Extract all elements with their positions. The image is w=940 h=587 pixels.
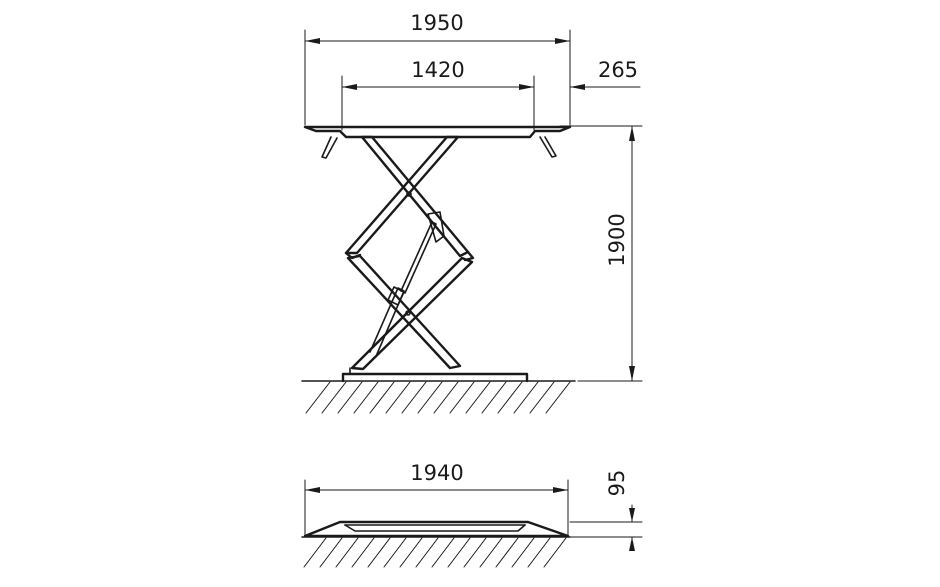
upper-scissor-stage bbox=[344, 135, 475, 262]
dimension-overall-length: 1950 bbox=[304, 11, 571, 126]
dimension-overhang: 265 bbox=[569, 58, 641, 90]
dimension-arm-spacing: 1420 bbox=[341, 58, 535, 131]
dimension-base-height: 95 bbox=[569, 470, 643, 551]
dimension-base-length: 1940 bbox=[304, 461, 569, 536]
ground-hatching bbox=[305, 381, 571, 414]
lifted-view: 1950 1420 265 1900 bbox=[301, 11, 643, 414]
dimension-label-1900: 1900 bbox=[605, 213, 629, 266]
base-frame bbox=[341, 372, 529, 383]
dimension-label-95: 95 bbox=[605, 470, 629, 497]
lower-pivot bbox=[405, 310, 411, 316]
lowered-platform bbox=[303, 520, 570, 538]
support-arm-right bbox=[539, 136, 557, 158]
ground-hatching-lowered bbox=[303, 537, 567, 568]
dimension-label-265: 265 bbox=[598, 58, 638, 82]
support-arm-left bbox=[321, 136, 338, 159]
dimension-label-1940: 1940 bbox=[410, 461, 463, 485]
dimension-label-1420: 1420 bbox=[411, 58, 464, 82]
platform bbox=[303, 125, 572, 139]
lowered-view: 1940 95 bbox=[301, 461, 643, 568]
dimension-lift-height: 1900 bbox=[559, 125, 643, 382]
dimension-label-1950: 1950 bbox=[410, 11, 463, 35]
upper-pivot bbox=[406, 191, 412, 197]
lower-scissor-stage bbox=[346, 254, 474, 371]
hydraulic-cylinder bbox=[369, 211, 445, 355]
lowered-platform-recess bbox=[344, 524, 526, 532]
